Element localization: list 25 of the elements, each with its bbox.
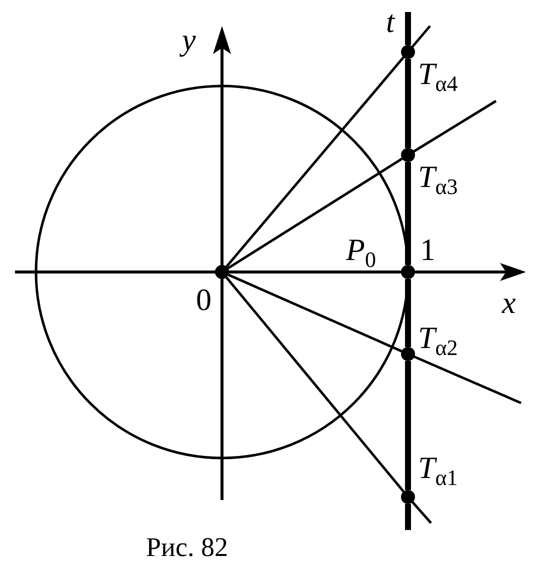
ray [226,56,404,268]
point-label: T$_{α1}$ [418,452,458,489]
point-label: 0 [196,284,212,315]
point [401,45,415,59]
tangent-segment [405,59,411,148]
axis-label: t [386,6,395,37]
point-label: 1 [420,234,436,265]
point-label: T$_{α4}$ [418,58,458,95]
point [401,265,415,279]
point-label: T$_{α3}$ [418,161,458,198]
tangent-segment [405,162,411,265]
point-label: P$_{0}$ [346,234,376,271]
point [401,148,415,162]
point-label: T$_{α2}$ [418,322,458,359]
ray [226,276,404,492]
point [401,347,415,361]
axis-label: x [502,287,516,318]
point [215,265,229,279]
axis-label: y [182,24,196,55]
ray [228,274,402,352]
figure-caption: Рис. 82 [146,534,228,561]
point [401,490,415,504]
ray [227,158,403,270]
tangent-segment [405,279,411,347]
tangent-segment [405,361,411,490]
